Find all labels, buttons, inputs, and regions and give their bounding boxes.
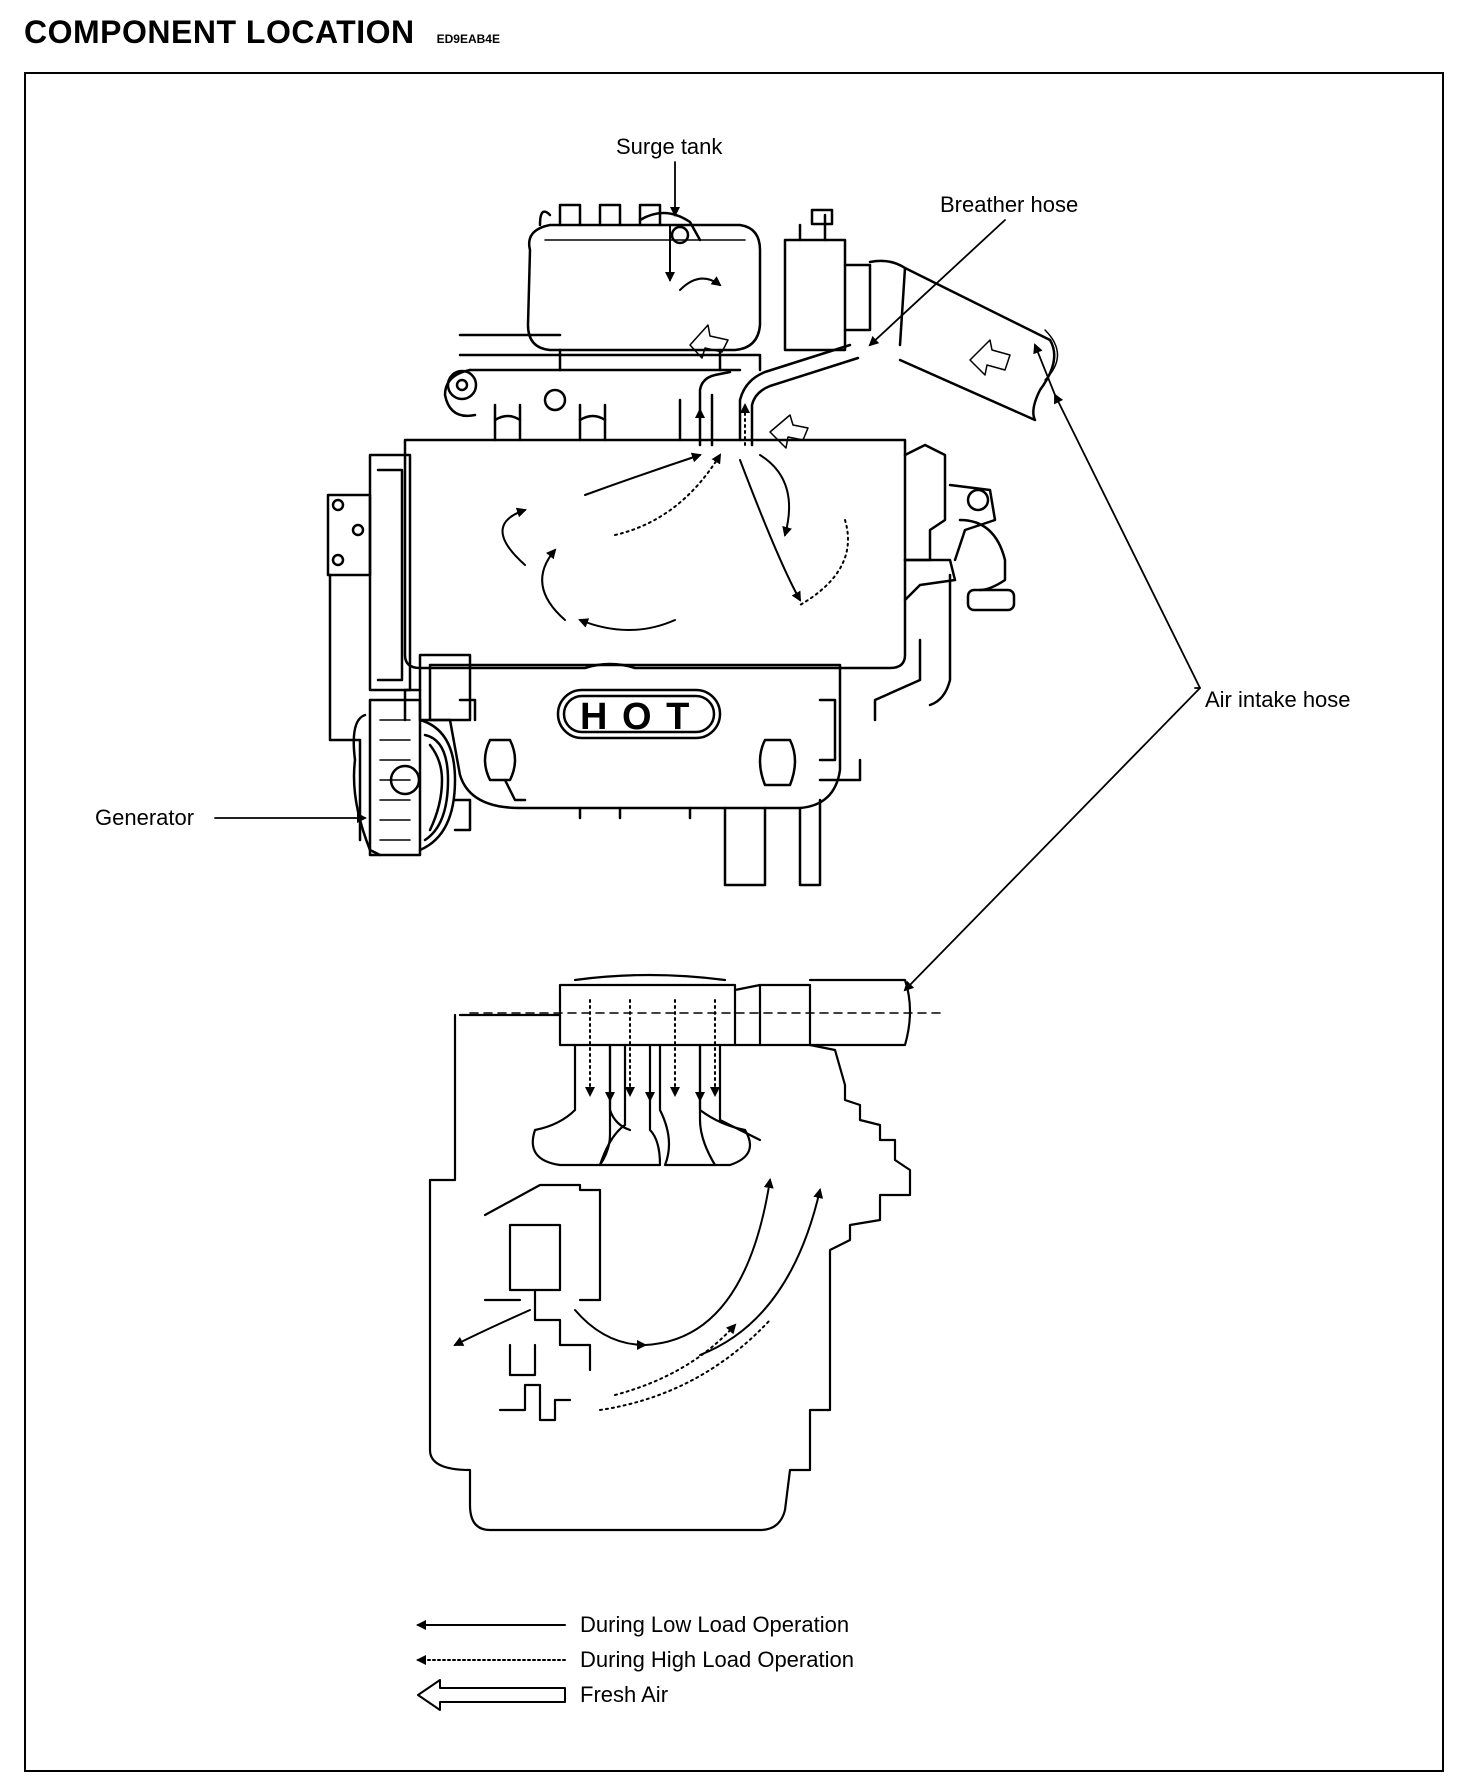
legend-high-load-text: During High Load Operation xyxy=(580,1647,854,1672)
generator xyxy=(352,698,472,857)
engine-cross-section xyxy=(428,973,941,1532)
page-header: COMPONENT LOCATION ED9EAB4E xyxy=(24,14,500,51)
label-generator: Generator xyxy=(95,805,195,830)
callout-lines xyxy=(214,161,1201,992)
flow-arrows-bottom xyxy=(453,999,824,1411)
label-air-intake-hose: Air intake hose xyxy=(1205,687,1351,712)
breather-hose xyxy=(738,343,860,447)
document-code: ED9EAB4E xyxy=(436,32,500,46)
exhaust-heat-shield xyxy=(428,663,842,810)
engine-block xyxy=(428,1013,912,1532)
diagram-frame xyxy=(24,72,1444,1772)
page-title: COMPONENT LOCATION xyxy=(24,14,415,50)
flow-arrows-top xyxy=(501,224,1011,631)
intake-plenum xyxy=(558,983,737,1047)
legend-low-load-text: During Low Load Operation xyxy=(580,1612,850,1637)
throttle-body xyxy=(783,238,847,352)
engine-top-view xyxy=(326,203,1059,887)
legend-fresh-air-text: Fresh Air xyxy=(580,1682,669,1707)
legend-fresh-air-arrow xyxy=(417,1679,566,1711)
legend-samples xyxy=(416,1620,566,1711)
surge-tank xyxy=(526,223,762,352)
label-breather-hose: Breather hose xyxy=(940,192,1079,217)
cylinder-head-cover xyxy=(403,438,907,670)
label-surge-tank: Surge tank xyxy=(616,134,723,159)
label-hot: H O T xyxy=(580,696,692,738)
air-intake-hose-top xyxy=(868,259,1056,422)
